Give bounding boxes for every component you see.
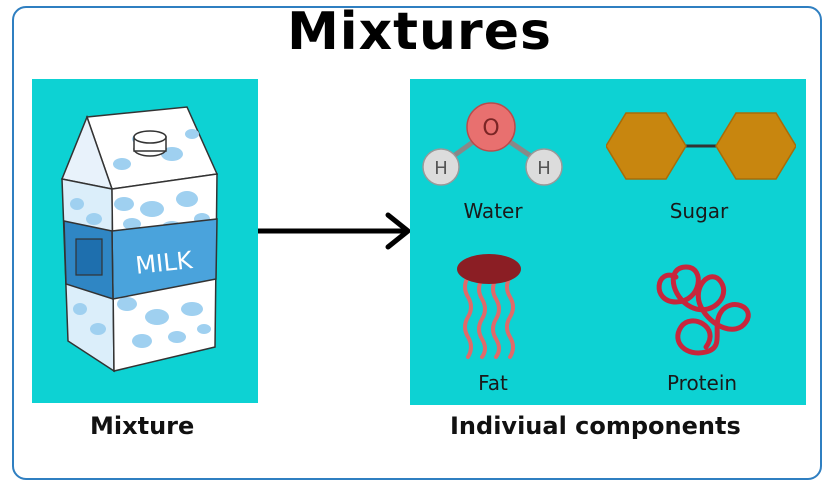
- fat-molecule-icon: [457, 254, 521, 359]
- fat-tails: [463, 275, 515, 359]
- hydrogen-symbol-right: H: [537, 158, 551, 179]
- carton-label-text: MILK: [134, 246, 195, 280]
- water-label: Water: [463, 199, 523, 223]
- oxygen-symbol: O: [482, 116, 499, 141]
- carton-side-window: [75, 238, 103, 276]
- mixture-panel: MILK: [32, 79, 258, 403]
- sugar-ring-right: [715, 112, 796, 180]
- oxygen-atom: [466, 102, 516, 152]
- fat-label: Fat: [478, 371, 508, 395]
- hydrogen-symbol-left: H: [434, 158, 448, 179]
- protein-chain: [656, 264, 751, 356]
- components-panel: O H H Water Sugar Fat Protein: [410, 79, 806, 405]
- carton-cap-top: [133, 130, 167, 144]
- sugar-ring-left: [606, 112, 687, 180]
- water-molecule-icon: O H H: [422, 102, 563, 186]
- components-caption: Indiviual components: [450, 412, 741, 440]
- milk-carton-illustration: MILK: [60, 106, 219, 373]
- mixture-caption: Mixture: [90, 412, 195, 440]
- arrow-icon: [258, 212, 411, 250]
- hydrogen-atom-left: [422, 148, 460, 186]
- sugar-molecule-icon: [606, 112, 796, 180]
- diagram-title: Mixtures: [287, 2, 552, 62]
- hydrogen-atom-right: [525, 148, 563, 186]
- protein-molecule-icon: [656, 264, 751, 356]
- sugar-label: Sugar: [669, 199, 729, 223]
- protein-label: Protein: [666, 371, 738, 395]
- fat-head: [457, 254, 521, 284]
